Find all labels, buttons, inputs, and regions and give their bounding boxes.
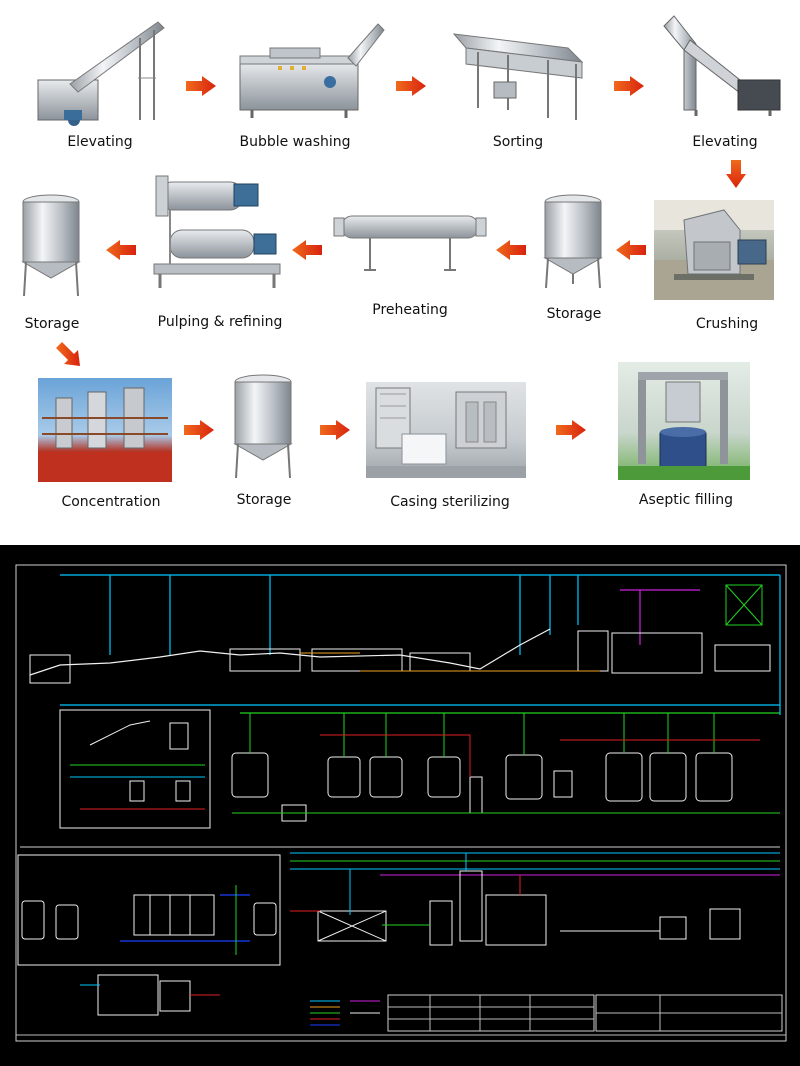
step-label: Pulping & refining (157, 314, 283, 330)
evaporator-photo (38, 378, 172, 482)
step-label: Elevating (67, 134, 133, 150)
arrow-left-icon (496, 240, 526, 264)
step-label: Preheating (372, 302, 448, 318)
arrow-down-icon (726, 160, 746, 192)
bubble-washer-icon (239, 23, 385, 118)
pulping-machine-icon (153, 175, 281, 288)
tube-preheater-icon (333, 215, 487, 271)
step-crushing: Crushing (654, 200, 774, 340)
cad-schematic (15, 564, 787, 1042)
arrow-left-icon (616, 240, 646, 264)
sterilizer-photo (366, 382, 526, 478)
step-storage-3: Storage (230, 372, 300, 512)
arrow-right-icon (320, 420, 350, 444)
bucket-elevator-icon (663, 15, 781, 116)
step-casing-sterilizing: Casing sterilizing (366, 382, 534, 522)
arrow-right-icon (184, 420, 214, 444)
arrow-left-icon (292, 240, 322, 264)
arrow-right-icon (614, 76, 644, 100)
crusher-photo (654, 200, 774, 300)
cad-process-drawing (0, 545, 800, 1066)
process-flow-diagram: Elevating Bubble washing (18, 10, 790, 522)
arrow-right-icon (556, 420, 586, 444)
arrow-right-icon (186, 76, 216, 100)
arrow-down-right-icon (56, 342, 82, 372)
step-elevating-2: Elevating (660, 10, 790, 150)
step-storage-1: Storage (540, 192, 610, 332)
step-elevating-1: Elevating (30, 18, 170, 150)
step-label: Bubble washing (239, 134, 351, 150)
arrow-right-icon (396, 76, 426, 100)
step-label: Storage (236, 492, 292, 508)
step-bubble-washing: Bubble washing (230, 10, 390, 150)
step-label: Storage (546, 306, 602, 322)
step-aseptic-filling: Aseptic filling (618, 362, 758, 522)
step-label: Sorting (492, 134, 544, 150)
storage-tank-icon (21, 194, 81, 297)
step-pulping-refining: Pulping & refining (150, 174, 290, 334)
step-label: Storage (24, 316, 80, 332)
step-label: Concentration (61, 494, 161, 510)
step-sorting: Sorting (448, 22, 588, 152)
step-storage-2: Storage (18, 192, 88, 332)
step-preheating: Preheating (330, 210, 490, 320)
step-concentration: Concentration (38, 378, 172, 518)
step-label: Aseptic filling (638, 492, 734, 508)
storage-tank-icon (543, 194, 603, 289)
storage-tank-icon (233, 374, 293, 479)
step-label: Crushing (695, 316, 759, 332)
sorting-conveyor-icon (452, 33, 584, 120)
step-label: Elevating (692, 134, 758, 150)
arrow-left-icon (106, 240, 136, 264)
incline-elevator-icon (37, 21, 165, 126)
aseptic-filler-photo (618, 362, 750, 480)
step-label: Casing sterilizing (390, 494, 510, 510)
